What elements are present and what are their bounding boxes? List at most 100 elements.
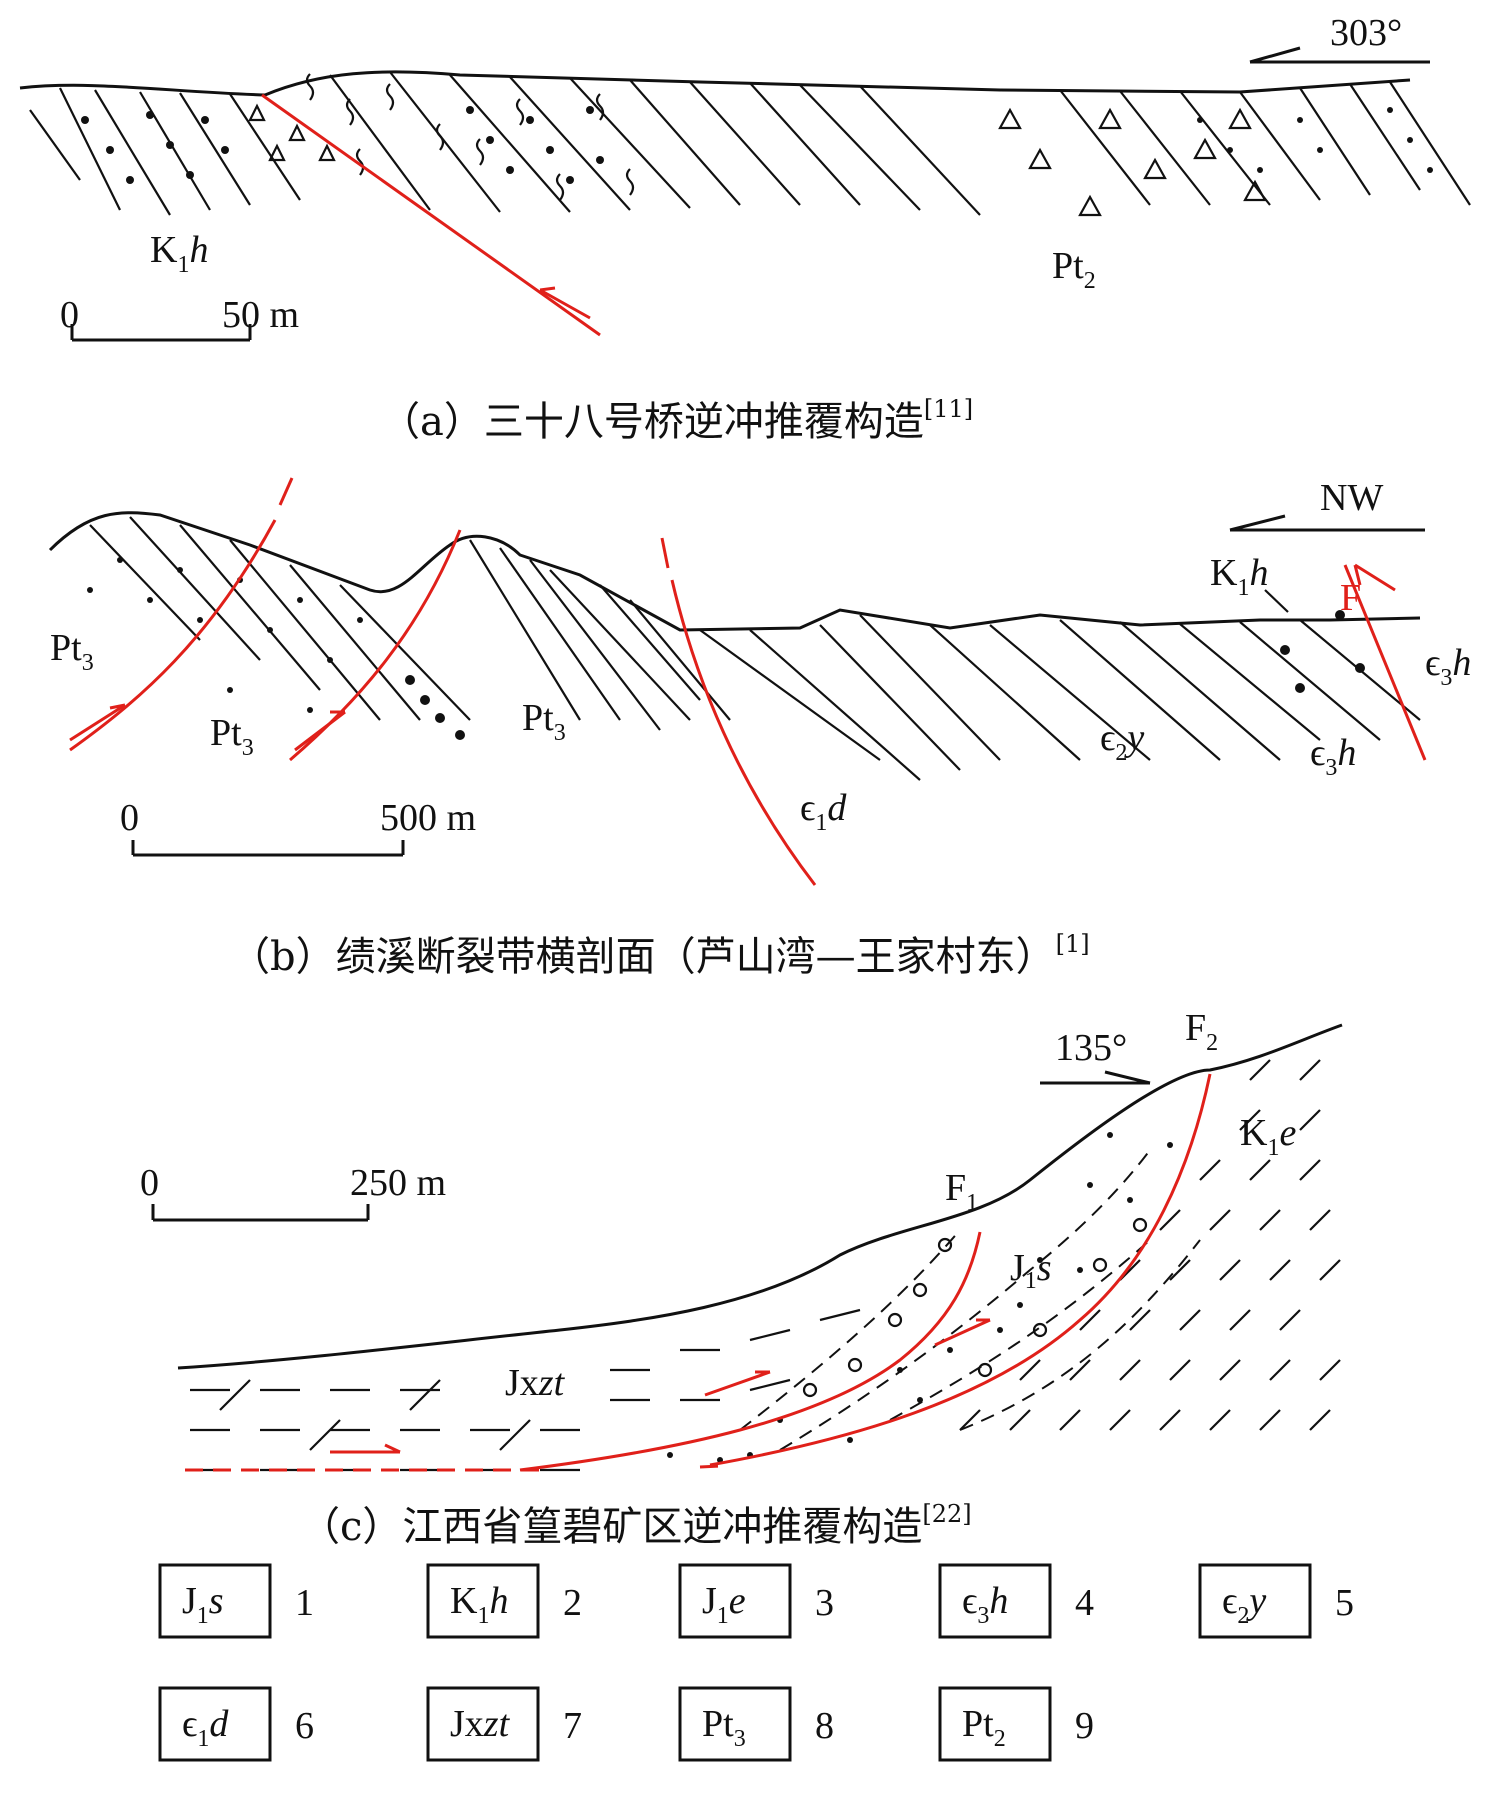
legend-box xyxy=(426,1686,540,1762)
panel-b-direction-label: NW xyxy=(1320,477,1383,519)
panel-a-unit-left: K1h xyxy=(150,229,208,278)
panel-c-shear-lines xyxy=(739,1149,1201,1451)
panel-c-f1-arrow xyxy=(704,1370,771,1397)
panel-c-scale-end: 250 m xyxy=(350,1162,446,1204)
legend-box xyxy=(1198,1563,1312,1639)
panel-c-surface xyxy=(177,1023,1343,1370)
panel-a-direction-label: 303° xyxy=(1330,12,1402,54)
panel-b-unit-pt3-right: Pt3 xyxy=(522,697,566,746)
legend-item: Pt2 9 xyxy=(938,1686,1094,1762)
panel-c-f2-arrow xyxy=(934,1318,991,1347)
panel-b: NW F Pt3 Pt3 Pt3 ϵ1d ϵ2y ϵ3h ϵ3h K1h 0 5… xyxy=(48,477,1471,980)
panel-a-scale-start: 0 xyxy=(60,294,79,336)
panel-a-scale-bar xyxy=(70,324,252,342)
panel-b-fault-1-arrow xyxy=(69,703,126,742)
legend-number: 4 xyxy=(1075,1582,1094,1624)
panel-b-thrust-fault-1 xyxy=(69,519,277,752)
panel-a-caption: （a）三十八号桥逆冲推覆构造[11] xyxy=(380,395,973,445)
legend-number: 2 xyxy=(563,1582,582,1624)
legend-number: 7 xyxy=(563,1705,582,1747)
panel-a-fault-arrow xyxy=(539,286,591,320)
panel-b-unit-pt3-mid: Pt3 xyxy=(210,712,254,761)
panel-b-unit-pt3-left: Pt3 xyxy=(50,627,94,676)
panel-b-unit-k1h: K1h xyxy=(1210,552,1268,601)
panel-b-fault-f xyxy=(1343,564,1427,761)
panel-c-j1s-circles xyxy=(802,1217,1148,1398)
panel-b-scale-start: 0 xyxy=(120,797,139,839)
panel-b-unit-e1d: ϵ1d xyxy=(800,787,847,836)
panel-a-unit-right: Pt2 xyxy=(1052,245,1096,294)
panel-a-scale-end: 50 m xyxy=(222,294,299,336)
panel-b-thrust-fault-2 xyxy=(289,529,462,762)
legend-symbol: ϵ3h xyxy=(962,1580,1008,1629)
panel-b-direction-arrow xyxy=(1229,514,1425,532)
panel-c-scale-start: 0 xyxy=(140,1162,159,1204)
panel-b-fault-f-arrow xyxy=(1353,563,1396,592)
panel-b-unit-e3h-right: ϵ3h xyxy=(1425,642,1471,691)
legend-box xyxy=(158,1686,272,1762)
legend-item: J1s 1 xyxy=(158,1563,314,1639)
panel-c-basal-detachment xyxy=(185,1464,721,1472)
legend-symbol: ϵ1d xyxy=(182,1703,229,1752)
legend-number: 9 xyxy=(1075,1705,1094,1747)
panel-a-direction-arrow xyxy=(1249,46,1430,64)
panel-b-unit-e3h-lower: ϵ3h xyxy=(1310,732,1356,781)
legend-item: Jxzt 7 xyxy=(426,1686,582,1762)
panel-c-direction-label: 135° xyxy=(1055,1027,1127,1069)
panel-c-caption: （c）江西省篁碧矿区逆冲推覆构造[22] xyxy=(300,1500,972,1550)
panel-c-unit-j1s: J1s xyxy=(1010,1247,1052,1294)
panel-b-k1h-leader xyxy=(1264,589,1289,613)
legend-item: K1h 2 xyxy=(426,1563,582,1639)
panel-c: 135° F2 F1 K1e J1s Jxzt 0 250 m （c）江西省篁碧… xyxy=(140,1007,1343,1550)
legend-item: J1e 3 xyxy=(678,1563,834,1639)
legend-box xyxy=(426,1563,540,1639)
panel-c-unit-k1e: K1e xyxy=(1240,1112,1296,1161)
panel-c-fault-f2 xyxy=(709,1073,1212,1467)
legend-symbol: Jxzt xyxy=(450,1703,511,1745)
panel-b-fault-2-arrow xyxy=(294,710,346,752)
panel-c-fault-f2-label: F2 xyxy=(1185,1007,1218,1056)
panel-c-k1e-pattern xyxy=(959,1059,1341,1431)
panel-b-thrust-fault-1-tip xyxy=(278,477,294,506)
legend-symbol: J1e xyxy=(702,1580,746,1629)
legend-box xyxy=(678,1563,792,1639)
panel-c-fault-f1 xyxy=(519,1231,982,1472)
panel-a-bedding xyxy=(29,71,1471,216)
panel-b-thrust-fault-3-tip xyxy=(660,537,670,569)
legend-item: ϵ1d 6 xyxy=(158,1686,314,1762)
legend-number: 6 xyxy=(295,1705,314,1747)
panel-c-scale-bar xyxy=(151,1204,370,1222)
legend-item: ϵ3h 4 xyxy=(938,1563,1094,1639)
legend-item: ϵ2y 5 xyxy=(1198,1563,1354,1639)
legend-symbol: Pt2 xyxy=(962,1703,1006,1752)
panel-a-triangles xyxy=(248,103,1267,217)
legend-box xyxy=(158,1563,272,1639)
panel-b-dots xyxy=(87,557,1365,740)
panel-b-scale-end: 500 m xyxy=(380,797,476,839)
legend-symbol: ϵ2y xyxy=(1222,1580,1266,1629)
panel-a-thrust-fault xyxy=(261,93,601,337)
legend-number: 1 xyxy=(295,1582,314,1624)
panel-b-fault-label: F xyxy=(1340,577,1361,619)
legend-number: 3 xyxy=(815,1582,834,1624)
panel-c-basal-arrow xyxy=(330,1443,401,1454)
panel-b-unit-e2y: ϵ2y xyxy=(1100,717,1144,766)
legend-symbol: K1h xyxy=(450,1580,508,1629)
panel-c-direction-arrow xyxy=(1040,1070,1151,1085)
legend-symbol: Pt3 xyxy=(702,1703,746,1752)
panel-c-fault-f1-label: F1 xyxy=(945,1167,978,1216)
legend-symbol: J1s xyxy=(182,1580,224,1629)
legend-box xyxy=(678,1686,792,1762)
panel-b-thrust-fault-3 xyxy=(670,579,817,886)
legend-box xyxy=(938,1563,1052,1639)
panel-b-scale-bar xyxy=(131,840,405,857)
panel-b-surface xyxy=(48,511,1421,632)
panel-c-unit-jxzt: Jxzt xyxy=(505,1362,566,1404)
legend-number: 5 xyxy=(1335,1582,1354,1624)
legend-box xyxy=(938,1686,1052,1762)
panel-a-wavy-marks xyxy=(305,73,635,201)
panel-b-caption: （b）绩溪断裂带横剖面（芦山湾—王家村东）[1] xyxy=(230,930,1090,980)
panel-a-dots xyxy=(81,106,1433,184)
